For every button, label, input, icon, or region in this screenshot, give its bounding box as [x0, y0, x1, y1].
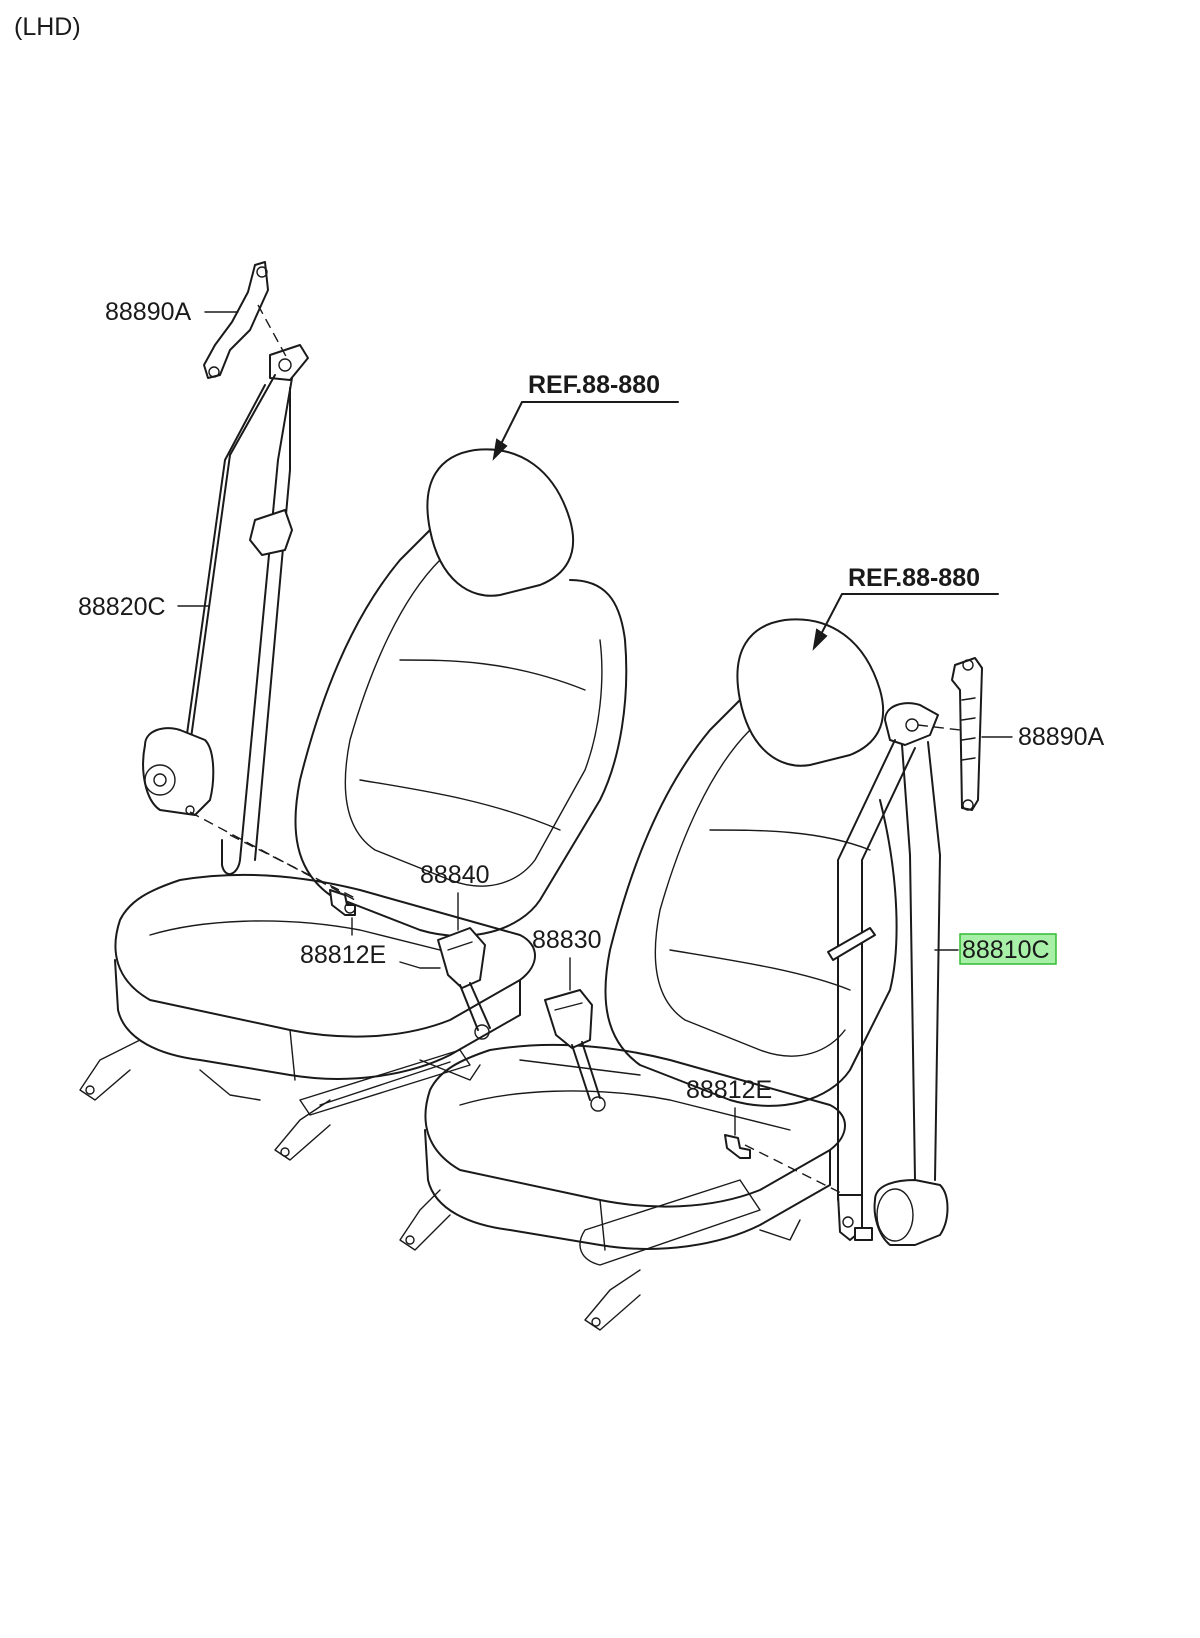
part-label-88820C[interactable]: 88820C — [78, 593, 166, 621]
callout-88840: 88840 — [420, 861, 490, 931]
right-buckle — [519, 989, 641, 1112]
part-label-88890A-left[interactable]: 88890A — [105, 298, 192, 326]
variant-label: (LHD) — [14, 13, 81, 41]
callout-88890A-right: 88890A — [981, 723, 1105, 751]
part-label-88812E-left[interactable]: 88812E — [300, 941, 386, 969]
left-buckle — [437, 927, 491, 1040]
part-label-88812E-right[interactable]: 88812E — [686, 1076, 772, 1104]
right-belt-assembly — [724, 657, 983, 1246]
right-seat — [399, 618, 898, 1331]
part-label-88840[interactable]: 88840 — [420, 861, 490, 889]
callout-88810C: 88810C — [934, 933, 1057, 965]
callout-88830: 88830 — [532, 926, 602, 991]
part-label-88810C[interactable]: 88810C — [962, 936, 1050, 964]
ref-seat-left-label: REF.88-880 — [528, 371, 660, 399]
callout-88812E-right: 88812E — [686, 1076, 772, 1136]
highlight-box-88810C — [959, 933, 1057, 965]
left-seat — [79, 448, 628, 1161]
callout-88812E-left: 88812E — [300, 917, 441, 969]
left-belt-assembly — [142, 261, 356, 916]
part-label-88830[interactable]: 88830 — [532, 926, 602, 954]
callout-88820C: 88820C — [78, 593, 209, 621]
ref-seat-right: REF.88-880 — [812, 564, 999, 651]
part-label-88890A-right[interactable]: 88890A — [1018, 723, 1105, 751]
ref-seat-right-label: REF.88-880 — [848, 564, 980, 592]
ref-seat-left: REF.88-880 — [492, 371, 679, 461]
callout-88890A-left: 88890A — [105, 298, 239, 326]
